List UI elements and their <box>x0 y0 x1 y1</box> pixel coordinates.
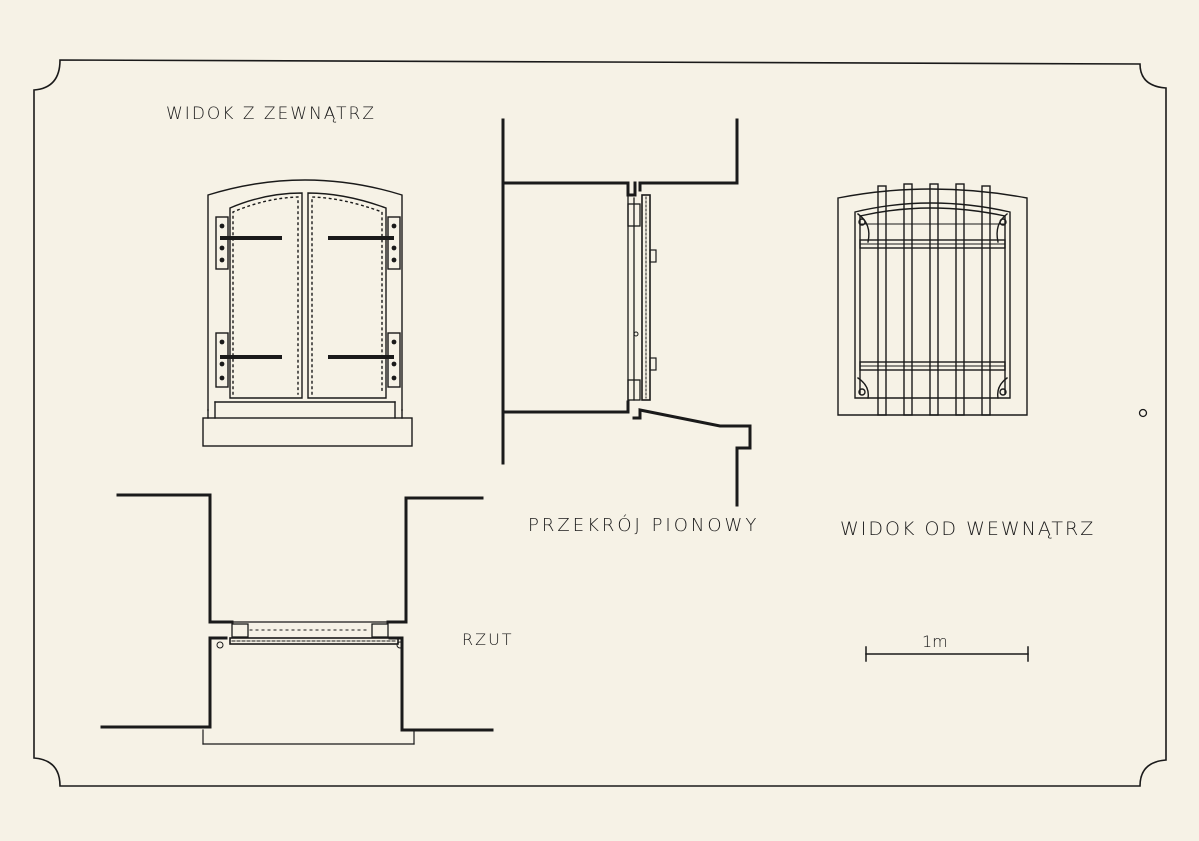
label-view-outside: WIDOK Z ZEWNĄTRZ <box>166 104 376 124</box>
plan-view <box>100 493 494 745</box>
registration-mark <box>1138 408 1148 418</box>
border-frame <box>33 59 1167 787</box>
exterior-view <box>202 179 413 447</box>
label-plan: RZUT <box>462 630 514 649</box>
label-view-inside: WIDOK OD WEWNĄTRZ <box>840 518 1096 540</box>
vertical-section <box>501 118 752 507</box>
label-vertical-section: PRZEKRÓJ PIONOWY <box>528 515 760 536</box>
interior-view <box>837 183 1028 416</box>
label-scale: 1m <box>922 632 948 651</box>
scale-bar <box>865 646 1029 662</box>
